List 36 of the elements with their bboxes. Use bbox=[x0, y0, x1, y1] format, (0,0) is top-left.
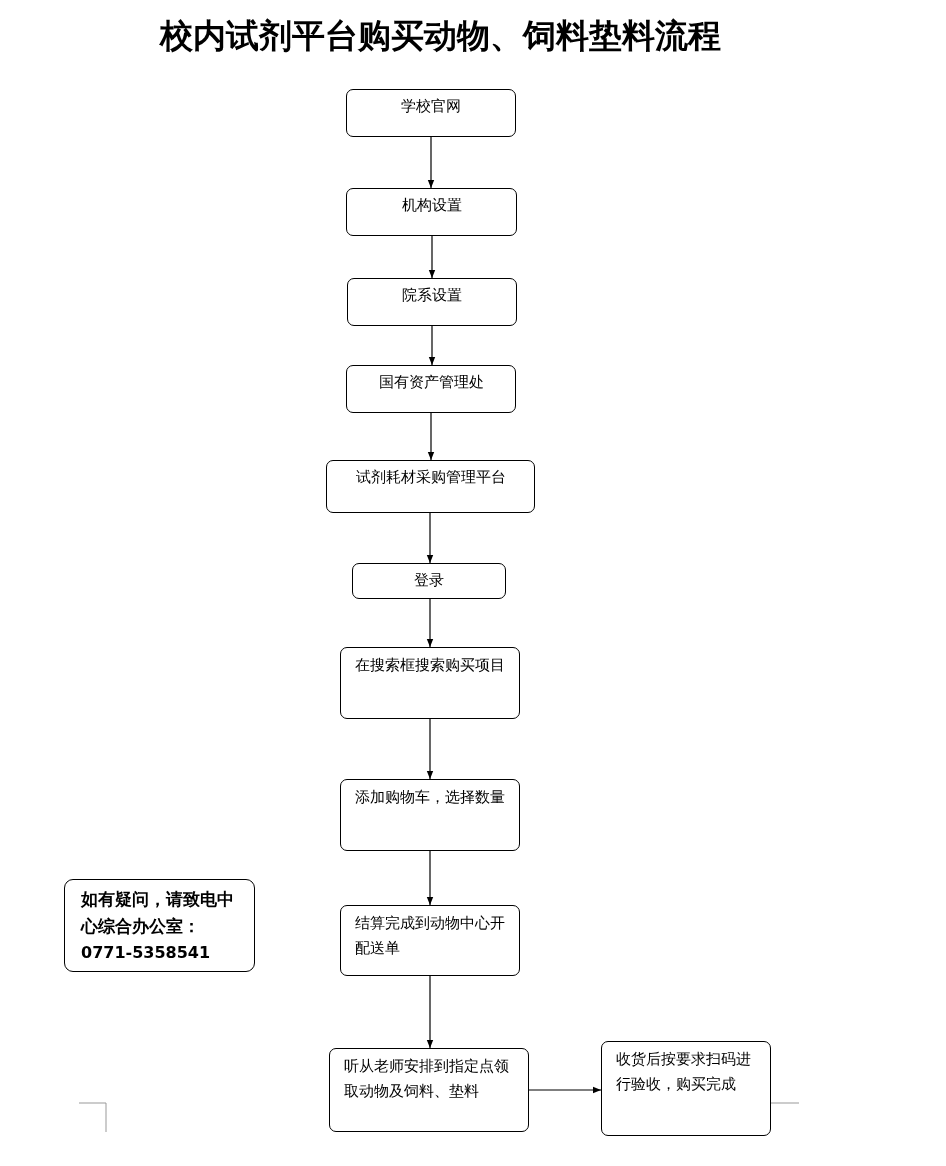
step-text: 听从老师安排到指定点领取动物及饲料、垫料 bbox=[344, 1056, 510, 1102]
contact-text: 如有疑问，请致电中心综合办公室： bbox=[81, 888, 235, 938]
diagram-title: 校内试剂平台购买动物、饲料垫料流程 bbox=[158, 17, 722, 56]
process-box bbox=[346, 188, 517, 236]
arrow bbox=[426, 598, 434, 648]
process-box bbox=[329, 1048, 529, 1132]
process-box bbox=[347, 278, 517, 326]
step-text: 收货后按要求扫码进行验收，购买完成 bbox=[616, 1049, 752, 1095]
arrow bbox=[426, 850, 434, 906]
process-box bbox=[346, 365, 516, 413]
step-text: 试剂耗材采购管理平台 bbox=[354, 467, 507, 488]
arrow bbox=[427, 412, 435, 461]
step-text: 国有资产管理处 bbox=[377, 372, 485, 393]
step-text: 机构设置 bbox=[400, 195, 463, 216]
contact-note-box bbox=[64, 879, 255, 972]
step-text: 添加购物车，选择数量 bbox=[355, 787, 506, 808]
step-text: 学校官网 bbox=[400, 96, 462, 117]
process-box bbox=[346, 89, 516, 137]
process-box bbox=[340, 905, 520, 976]
arrow bbox=[426, 512, 434, 564]
step-text: 在搜索框搜索购买项目 bbox=[355, 655, 506, 676]
arrow bbox=[426, 718, 434, 780]
arrow bbox=[428, 235, 436, 279]
step-text: 结算完成到动物中心开配送单 bbox=[355, 913, 506, 959]
phone-number: 0771-5358541 bbox=[81, 942, 212, 964]
step-text: 院系设置 bbox=[401, 285, 463, 306]
arrow bbox=[427, 136, 435, 189]
arrow bbox=[528, 1086, 602, 1094]
step-text: 登录 bbox=[413, 570, 445, 591]
process-box bbox=[352, 563, 506, 599]
arrow bbox=[428, 325, 436, 366]
process-box bbox=[601, 1041, 771, 1136]
process-box bbox=[340, 647, 520, 719]
process-box bbox=[340, 779, 520, 851]
arrow bbox=[426, 975, 434, 1049]
process-box bbox=[326, 460, 535, 513]
